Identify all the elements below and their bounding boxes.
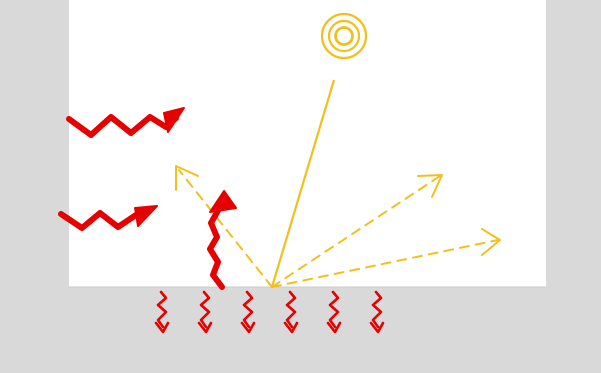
sky-region [69,0,546,287]
